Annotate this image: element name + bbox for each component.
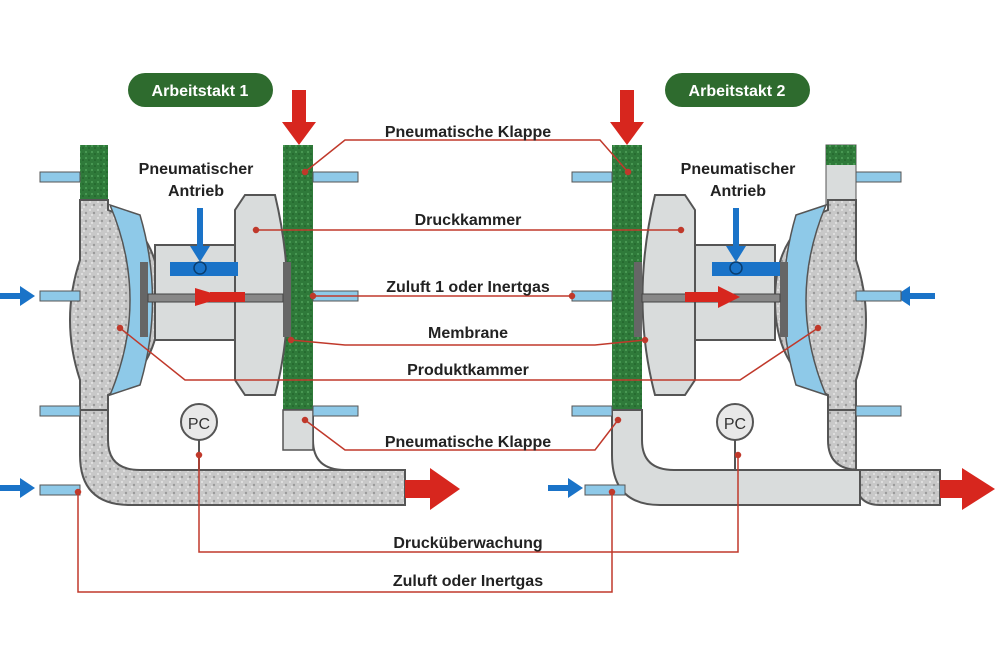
fluid-column-left-outer — [80, 145, 108, 205]
label-product-chamber: Produktkammer — [407, 362, 529, 379]
label-pressure-chamber: Druckkammer — [415, 212, 522, 229]
label-drive-left-1: Pneumatischer — [139, 161, 254, 178]
gauge-left-label: PC — [188, 416, 210, 433]
side-arrow-right-bottom — [548, 485, 570, 491]
label-valve-top: Pneumatische Klappe — [385, 124, 551, 141]
outlet-arrow-left — [405, 480, 433, 498]
outlet-pipe-right — [611, 409, 861, 506]
pump-right: PC — [548, 90, 995, 510]
badge-stroke1: Arbeitstakt 1 — [128, 73, 273, 107]
membrane-disc-right-a — [634, 262, 642, 337]
badge-stroke1-text: Arbeitstakt 1 — [152, 83, 249, 100]
membrane-disc-right-b — [780, 262, 788, 337]
label-drive-right-2: Antrieb — [710, 183, 766, 200]
leader-lines — [74, 139, 822, 593]
label-drive-left-2: Antrieb — [168, 183, 224, 200]
membrane-blue-right — [782, 203, 828, 397]
membrane-disc-left-b — [283, 262, 291, 337]
pump-left: PC — [0, 90, 460, 510]
label-membrane: Membrane — [428, 325, 508, 342]
outlet-pipe-left — [79, 409, 406, 506]
side-arrow-left-bottom — [0, 485, 22, 491]
membrane-blue-left — [108, 203, 154, 397]
membrane-disc-left-a — [140, 262, 148, 337]
side-arrow-left-mid — [0, 293, 22, 299]
label-pressure-monitoring: Drucküberwachung — [393, 535, 542, 552]
air-arrow-right — [685, 292, 720, 302]
inlet-arrow-left — [292, 90, 306, 125]
drive-arrow-right — [733, 208, 739, 248]
label-supply: Zuluft oder Inertgas — [393, 573, 543, 590]
badge-stroke2-text: Arbeitstakt 2 — [689, 83, 786, 100]
inlet-arrow-right — [620, 90, 634, 125]
pressure-gauge-left — [180, 403, 218, 441]
labels: Pneumatische Klappe Pneumatischer Antrie… — [139, 124, 796, 590]
pressure-gauge-right — [716, 403, 754, 441]
label-drive-right-1: Pneumatischer — [681, 161, 796, 178]
gauge-right-label: PC — [724, 416, 746, 433]
drive-arrow-left — [197, 208, 203, 248]
label-supply1: Zuluft 1 oder Inertgas — [386, 279, 550, 296]
drive-valve-right — [712, 262, 780, 276]
outlet-arrow-right — [940, 480, 965, 498]
side-arrow-right-mid — [905, 293, 935, 299]
label-valve-bottom: Pneumatische Klappe — [385, 434, 551, 451]
badge-stroke2: Arbeitstakt 2 — [665, 73, 810, 107]
